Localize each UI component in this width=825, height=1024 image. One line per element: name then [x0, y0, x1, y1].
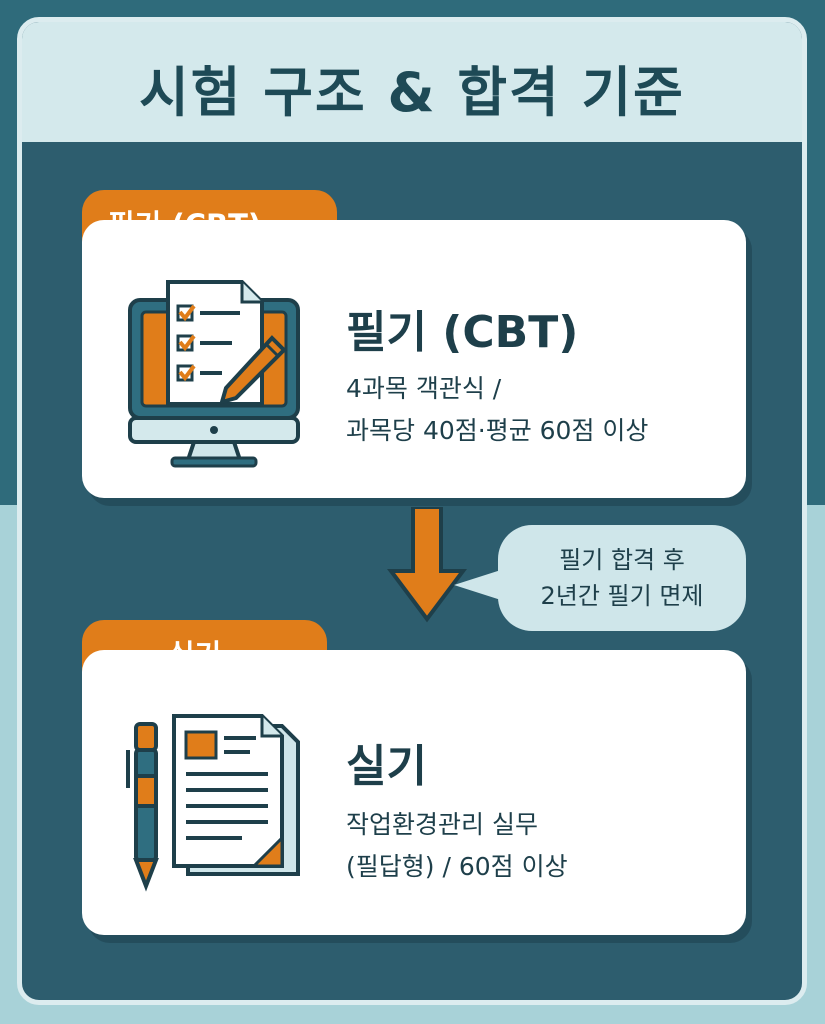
page-title: 시험 구조 & 합격 기준 [139, 61, 685, 124]
written-desc-line2: 과목당 40점·평균 60점 이상 [346, 416, 649, 445]
computer-checklist-icon [128, 280, 300, 468]
main-panel: 시험 구조 & 합격 기준 필기 (CBT) [17, 17, 807, 1005]
exemption-line2: 2년간 필기 면제 [540, 582, 704, 610]
pen-document-icon [126, 714, 300, 892]
arrow-down-icon [387, 507, 467, 623]
written-card: 필기 (CBT) 4과목 객관식 / 과목당 40점·평균 60점 이상 [82, 220, 746, 498]
exemption-bubble: 필기 합격 후 2년간 필기 면제 [498, 525, 746, 631]
speech-bubble-tail [454, 569, 504, 601]
practical-desc-line2: (필답형) / 60점 이상 [346, 852, 568, 881]
header-band: 시험 구조 & 합격 기준 [22, 22, 802, 142]
practical-description: 작업환경관리 실무 (필답형) / 60점 이상 [346, 804, 568, 888]
written-description: 4과목 객관식 / 과목당 40점·평균 60점 이상 [346, 368, 648, 452]
exemption-line1: 필기 합격 후 [559, 546, 685, 574]
practical-title: 실기 [346, 741, 427, 792]
practical-card: 실기 작업환경관리 실무 (필답형) / 60점 이상 [82, 650, 746, 935]
written-desc-line1: 4과목 객관식 / [346, 374, 502, 403]
practical-desc-line1: 작업환경관리 실무 [346, 810, 538, 839]
written-title: 필기 (CBT) [346, 307, 579, 358]
